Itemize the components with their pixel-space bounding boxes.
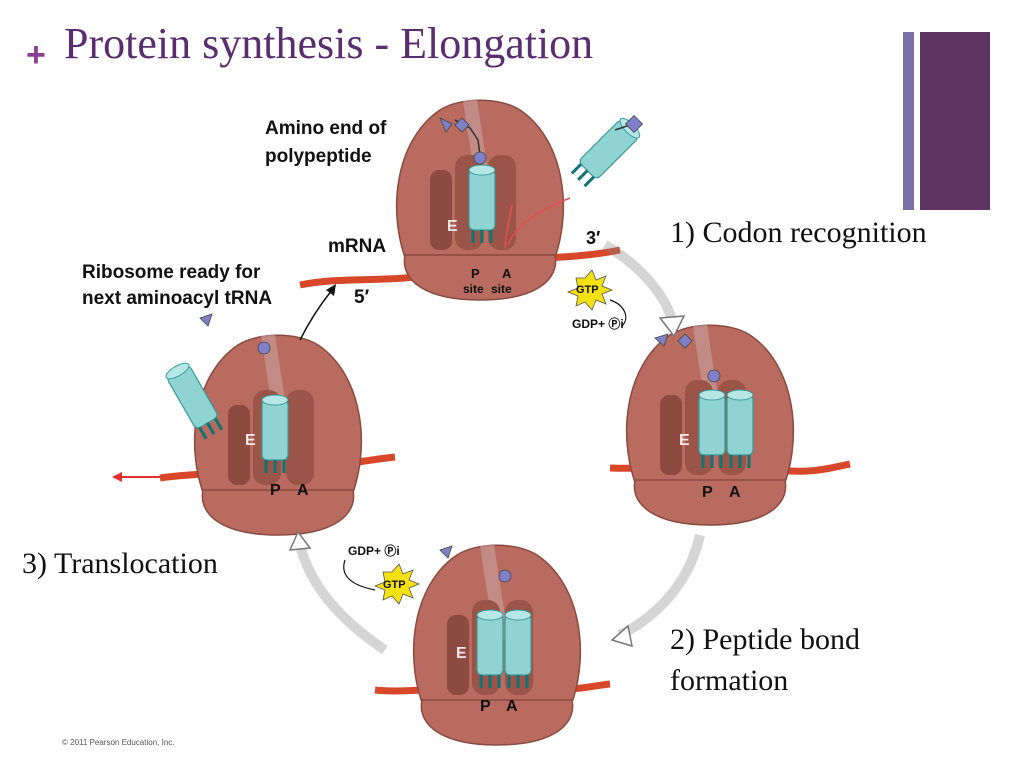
amino-end-label-2: polypeptide (265, 146, 372, 167)
cycle-arrow-1 (602, 240, 677, 322)
a-site-label-left: A (297, 482, 309, 499)
cycle-arrow-3 (295, 543, 388, 655)
cycle-arrowhead-1 (658, 315, 686, 338)
p-site-label-right: P (702, 484, 713, 501)
gtp-starburst-bottom (343, 559, 421, 605)
site-label-p: site (463, 282, 484, 296)
gdp-pi-label-bottom: GDP+ Ⓟi (348, 544, 400, 558)
page-title: Protein synthesis - Elongation (64, 19, 594, 68)
gtp-starburst-top (566, 269, 627, 327)
three-prime-label: 3′ (586, 228, 601, 248)
amino-end-label: Amino end of (265, 118, 387, 139)
a-site-label-top: A (502, 266, 512, 281)
ready-arrowhead (326, 284, 336, 296)
gdp-pi-label-top: GDP+ Ⓟi (572, 317, 624, 331)
title-bullet: + (26, 36, 46, 74)
incoming-trna (507, 113, 645, 246)
p-site-label-top: P (471, 266, 480, 281)
ready-arrow (299, 289, 333, 341)
accent-bar-thick (920, 32, 990, 210)
ribosome-bottom (374, 545, 611, 745)
ribosome-ready-label-2: next aminoacyl tRNA (82, 288, 273, 309)
a-site-label-bottom: A (506, 698, 518, 715)
e-site-label-left: E (245, 432, 256, 449)
cycle-arrowhead-2 (610, 624, 633, 648)
step-peptide-bond: 2) Peptide bond formation (670, 623, 860, 697)
ribosome-right (609, 325, 851, 525)
cycle-arrowhead-3 (288, 530, 312, 551)
e-site-label-bottom: E (456, 645, 467, 662)
e-site-label-top: E (447, 218, 458, 235)
accent-bar-thin (903, 32, 914, 210)
step-codon-recognition: 1) Codon recognition (670, 216, 927, 249)
p-site-label-bottom: P (480, 698, 491, 715)
ribosome-ready-label: Ribosome ready for (82, 262, 261, 283)
a-site-label-right: A (729, 484, 741, 501)
site-label-a: site (491, 282, 512, 296)
ribosome-top (299, 100, 621, 300)
ribosome-left (112, 313, 396, 535)
copyright-notice: © 2011 Pearson Education, Inc. (62, 738, 175, 747)
step-translocation: 3) Translocation (22, 547, 218, 580)
p-site-label-left: P (270, 482, 281, 499)
e-site-label-right: E (679, 432, 690, 449)
five-prime-label: 5′ (354, 287, 370, 308)
gtp-label-top: GTP (576, 284, 599, 296)
mrna-label: mRNA (328, 236, 387, 257)
gtp-label-bottom: GTP (383, 579, 406, 591)
cycle-arrow-2 (617, 533, 705, 640)
